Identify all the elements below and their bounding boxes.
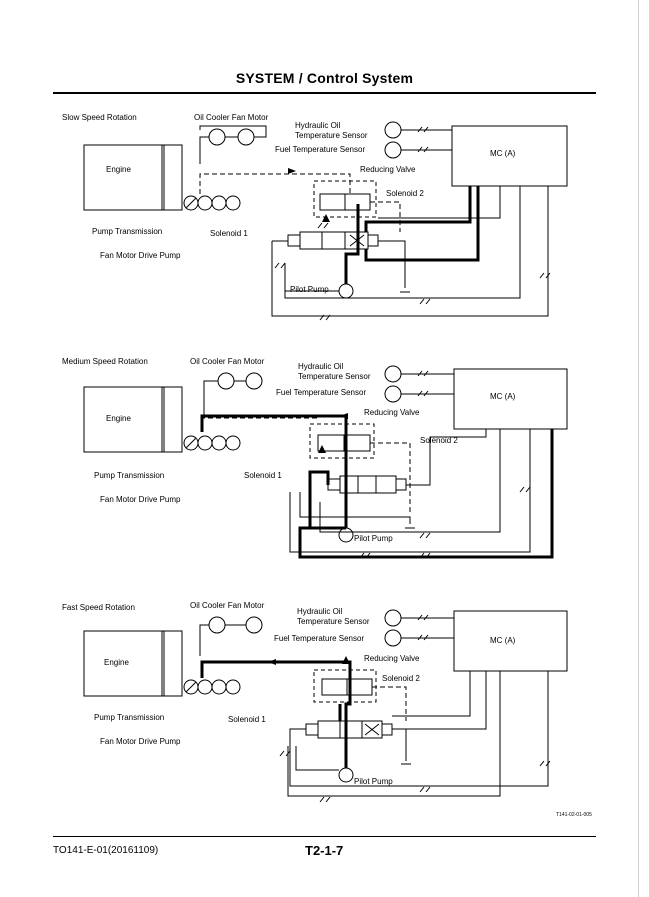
solenoid-2-label: Solenoid 2 <box>386 189 424 198</box>
hydraulic-oil-label: Hydraulic Oil <box>295 121 341 130</box>
solenoid-2-label: Solenoid 2 <box>420 436 458 445</box>
solenoid-1-label: Solenoid 1 <box>244 471 282 480</box>
pump-transmission-label: Pump Transmission <box>94 471 165 480</box>
hydraulic-oil-temp-sensor-label: Temperature Sensor <box>297 617 370 626</box>
fuel-temp-sensor-label: Fuel Temperature Sensor <box>274 634 365 643</box>
oil-cooler-fan-motor-label: Oil Cooler Fan Motor <box>190 601 265 610</box>
engine-label: Engine <box>106 414 131 423</box>
mc-label: MC (A) <box>490 636 516 645</box>
document-code: TO141-E-01(20161109) <box>53 845 159 856</box>
solenoid-1-label: Solenoid 1 <box>210 229 248 238</box>
pump-transmission-label: Pump Transmission <box>94 713 165 722</box>
hydraulic-oil-label: Hydraulic Oil <box>298 362 344 371</box>
reducing-valve-label: Reducing Valve <box>364 654 420 663</box>
oil-cooler-fan-motor-label: Oil Cooler Fan Motor <box>194 113 269 122</box>
hydraulic-oil-temp-sensor-label: Temperature Sensor <box>298 372 371 381</box>
fan-motor-drive-pump-label: Fan Motor Drive Pump <box>100 251 181 260</box>
diagram-slow-speed-rotation: Slow Speed Rotation Oil Cooler Fan Motor… <box>0 108 649 348</box>
mc-label: MC (A) <box>490 392 516 401</box>
hydraulic-circuit-fast <box>83 609 568 803</box>
solenoid-1-label: Solenoid 1 <box>228 715 266 724</box>
solenoid-2-label: Solenoid 2 <box>382 674 420 683</box>
diagram-title: Fast Speed Rotation <box>62 603 135 612</box>
diagram-title: Slow Speed Rotation <box>62 113 137 122</box>
page-number: T2-1-7 <box>305 843 344 858</box>
figure-id: T141-02-01-005 <box>556 812 592 818</box>
hydraulic-oil-label: Hydraulic Oil <box>297 607 343 616</box>
reducing-valve-label: Reducing Valve <box>360 165 416 174</box>
mc-label: MC (A) <box>490 149 516 158</box>
hydraulic-circuit-slow <box>83 121 568 321</box>
pump-transmission-label: Pump Transmission <box>92 227 163 236</box>
title-rule <box>53 92 596 94</box>
diagram-title: Medium Speed Rotation <box>62 357 148 366</box>
hydraulic-oil-temp-sensor-label: Temperature Sensor <box>295 131 368 140</box>
diagram-medium-speed-rotation: Medium Speed Rotation Oil Cooler Fan Mot… <box>0 352 649 592</box>
fan-motor-drive-pump-label: Fan Motor Drive Pump <box>100 495 181 504</box>
pilot-pump-label: Pilot Pump <box>354 777 393 786</box>
pilot-pump-label: Pilot Pump <box>354 534 393 543</box>
diagram-fast-speed-rotation: Fast Speed Rotation Oil Cooler Fan Motor… <box>0 596 649 836</box>
hydraulic-circuit-medium <box>83 365 568 559</box>
fuel-temp-sensor-label: Fuel Temperature Sensor <box>276 388 367 397</box>
footer-rule <box>53 836 596 837</box>
engine-label: Engine <box>104 658 129 667</box>
oil-cooler-fan-motor-label: Oil Cooler Fan Motor <box>190 357 265 366</box>
fuel-temp-sensor-label: Fuel Temperature Sensor <box>275 145 366 154</box>
fan-motor-drive-pump-label: Fan Motor Drive Pump <box>100 737 181 746</box>
reducing-valve-label: Reducing Valve <box>364 408 420 417</box>
page-edge <box>638 0 639 897</box>
page-title: SYSTEM / Control System <box>235 70 414 86</box>
pilot-pump-label: Pilot Pump <box>290 285 329 294</box>
engine-label: Engine <box>106 165 131 174</box>
